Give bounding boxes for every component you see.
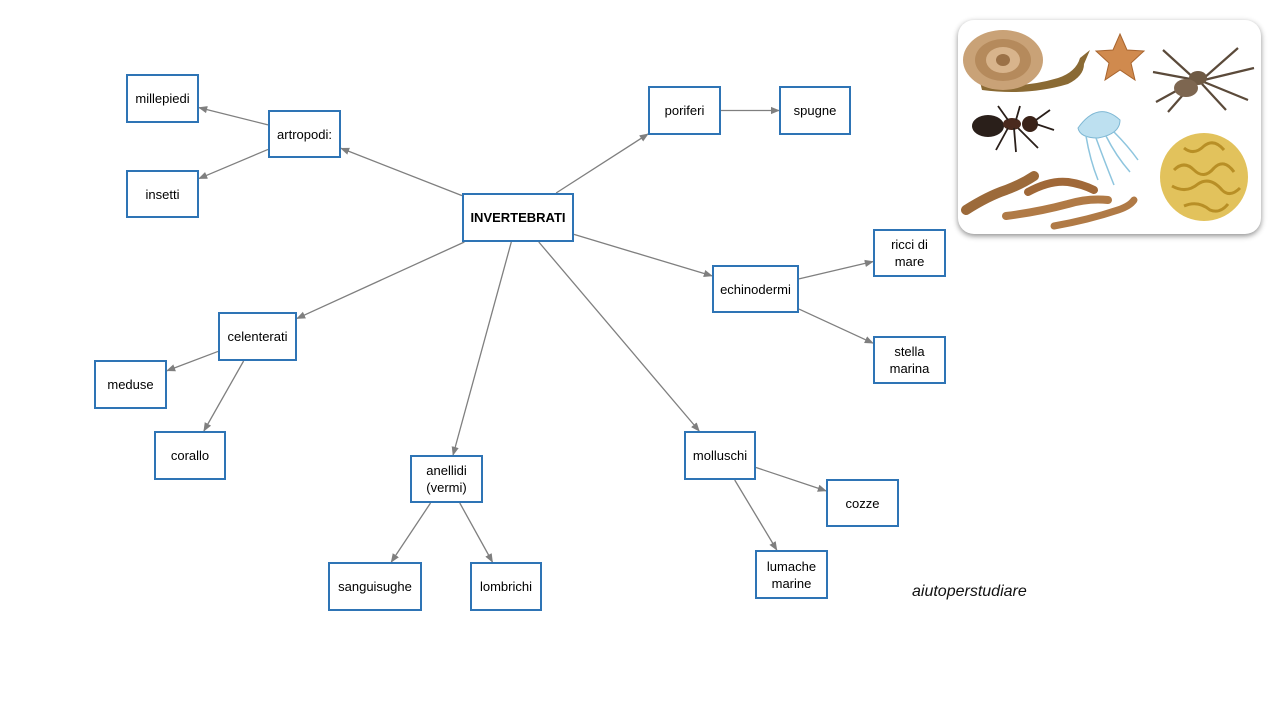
link-root-poriferi	[555, 133, 649, 194]
link-anellidi-lombrichi	[459, 502, 494, 563]
root-node: INVERTEBRATI	[462, 193, 574, 242]
node-millepiedi: millepiedi	[126, 74, 199, 123]
link-root-artropodi	[340, 147, 463, 197]
node-cozze: cozze	[826, 479, 899, 527]
invertebrates-photo	[958, 20, 1261, 234]
node-insetti: insetti	[126, 170, 199, 218]
node-celenterati: celenterati	[218, 312, 297, 361]
node-corallo: corallo	[154, 431, 226, 480]
ant-icon	[972, 105, 1055, 153]
node-anellidi: anellidi (vermi)	[410, 455, 483, 503]
link-anellidi-sanguisughe	[390, 502, 432, 563]
node-lumache-marine: lumache marine	[755, 550, 828, 599]
sponge-icon	[1160, 133, 1248, 221]
link-root-molluschi	[538, 241, 700, 432]
link-root-anellidi	[451, 241, 512, 456]
link-molluschi-lumache	[734, 479, 778, 551]
node-molluschi: molluschi	[684, 431, 756, 480]
node-ricci-di-mare: ricci di mare	[873, 229, 946, 277]
node-spugne: spugne	[779, 86, 851, 135]
spider-icon	[1152, 47, 1255, 113]
link-celenterati-corallo	[203, 360, 245, 432]
snail-icon	[963, 30, 1090, 92]
node-artropodi: artropodi:	[268, 110, 341, 158]
node-poriferi: poriferi	[648, 86, 721, 135]
jellyfish-icon	[1077, 111, 1139, 186]
node-sanguisughe: sanguisughe	[328, 562, 422, 611]
link-root-celenterati	[296, 241, 465, 320]
link-echinodermi-stella	[798, 308, 874, 344]
node-echinodermi: echinodermi	[712, 265, 799, 313]
link-echinodermi-ricci	[798, 259, 874, 280]
worm-icon	[961, 171, 1138, 230]
link-celenterati-meduse	[166, 350, 219, 372]
node-meduse: meduse	[94, 360, 167, 409]
link-root-echinodermi	[573, 233, 713, 278]
node-lombrichi: lombrichi	[470, 562, 542, 611]
watermark-text: aiutoperstudiare	[912, 583, 1027, 600]
node-stella-marina: stella marina	[873, 336, 946, 384]
link-artropodi-millepiedi	[198, 106, 269, 126]
starfish-icon	[1094, 32, 1146, 82]
link-molluschi-cozze	[755, 466, 827, 492]
link-artropodi-insetti	[198, 148, 269, 180]
